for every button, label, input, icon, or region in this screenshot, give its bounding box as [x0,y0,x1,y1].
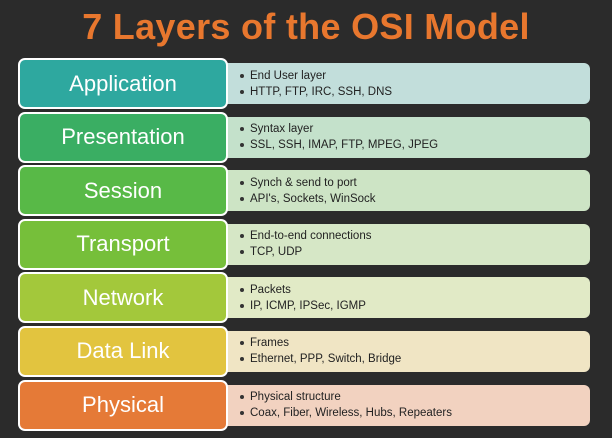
layer-row-network: Network Packets IP, ICMP, IPSec, IGMP [16,272,596,324]
layer-description-application: End User layer HTTP, FTP, IRC, SSH, DNS [196,63,590,104]
layer-row-data-link: Data Link Frames Ethernet, PPP, Switch, … [16,325,596,377]
layer-row-presentation: Presentation Syntax layer SSL, SSH, IMAP… [16,111,596,163]
layer-name-data-link: Data Link [18,325,228,377]
bullet-item: Physical structure [240,389,590,405]
layer-name-presentation: Presentation [18,111,228,163]
bullet-item: API's, Sockets, WinSock [240,191,590,207]
layer-name-transport: Transport [18,218,228,270]
layer-description-network: Packets IP, ICMP, IPSec, IGMP [196,277,590,319]
bullet-item: End-to-end connections [240,228,590,244]
layer-row-session: Session Synch & send to port API's, Sock… [16,165,596,217]
page-title: 7 Layers of the OSI Model [82,6,530,47]
bullet-item: End User layer [240,68,590,84]
bullet-item: SSL, SSH, IMAP, FTP, MPEG, JPEG [240,137,590,153]
bullet-item: Ethernet, PPP, Switch, Bridge [240,351,590,367]
layer-description-data-link: Frames Ethernet, PPP, Switch, Bridge [196,330,590,372]
layer-row-application: Application End User layer HTTP, FTP, IR… [16,58,596,109]
bullet-item: Coax, Fiber, Wireless, Hubs, Repeaters [240,405,590,421]
bullet-item: IP, ICMP, IPSec, IGMP [240,298,590,314]
layer-description-physical: Physical structure Coax, Fiber, Wireless… [196,384,590,426]
bullet-item: Packets [240,282,590,298]
layer-name-session: Session [18,165,228,217]
osi-layer-stack: Application End User layer HTTP, FTP, IR… [16,58,596,433]
bullet-item: Synch & send to port [240,175,590,191]
layer-description-transport: End-to-end connections TCP, UDP [196,223,590,265]
layer-name-physical: Physical [18,379,228,431]
layer-name-application: Application [18,58,228,109]
bullet-item: Frames [240,335,590,351]
layer-description-presentation: Syntax layer SSL, SSH, IMAP, FTP, MPEG, … [196,116,590,158]
layer-name-network: Network [18,272,228,324]
layer-description-session: Synch & send to port API's, Sockets, Win… [196,170,590,212]
layer-row-transport: Transport End-to-end connections TCP, UD… [16,218,596,270]
bullet-item: HTTP, FTP, IRC, SSH, DNS [240,84,590,100]
layer-row-physical: Physical Physical structure Coax, Fiber,… [16,379,596,431]
bullet-item: TCP, UDP [240,244,590,260]
bullet-item: Syntax layer [240,121,590,137]
